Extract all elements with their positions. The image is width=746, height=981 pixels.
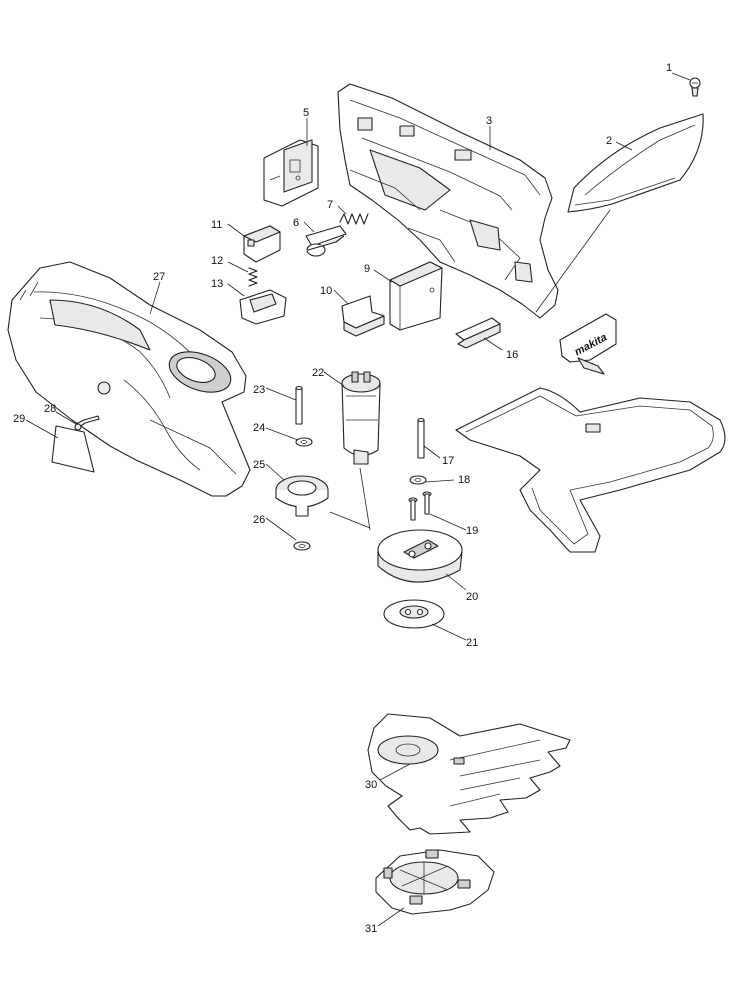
part-23-pin [295, 385, 303, 425]
part-2-cover [567, 113, 704, 213]
part-25-gear [275, 475, 329, 517]
label-19: 19 [466, 525, 478, 537]
label-21: 21 [466, 637, 478, 649]
label-26: 26 [253, 514, 265, 526]
part-9-block [389, 261, 443, 331]
part-16-bar [455, 317, 501, 349]
label-22: 22 [312, 367, 324, 379]
label-24: 24 [253, 422, 265, 434]
part-24-washer [295, 437, 313, 447]
part-29-cover [51, 425, 95, 473]
part-6-pin [305, 225, 347, 257]
label-27: 27 [153, 271, 165, 283]
part-11-microswitch [243, 225, 281, 263]
label-31: 31 [365, 923, 377, 935]
label-1: 1 [666, 62, 672, 74]
part-1-screw [689, 77, 701, 97]
label-12: 12 [211, 255, 223, 267]
part-21-plate [383, 599, 445, 629]
part-7-spring [339, 213, 369, 225]
label-18: 18 [458, 474, 470, 486]
label-9: 9 [364, 263, 370, 275]
label-25: 25 [253, 459, 265, 471]
label-6: 6 [293, 217, 299, 229]
part-5-switch-plate [263, 139, 319, 207]
label-30: 30 [365, 779, 377, 791]
part-labels: 1 2 3 5 6 7 9 10 11 12 13 16 17 18 19 20… [13, 62, 672, 935]
label-7: 7 [327, 199, 333, 211]
leader-lines [25, 72, 691, 927]
part-19-bolts [408, 491, 432, 521]
label-5: 5 [303, 107, 309, 119]
part-17-pin [417, 417, 425, 459]
part-22-motor [341, 371, 381, 465]
part-30-blade [367, 713, 571, 835]
part-13-lever [239, 289, 287, 325]
part-10-bracket [341, 295, 385, 337]
label-11: 11 [211, 219, 222, 231]
makita-logo-tag: makita [559, 313, 617, 375]
part-28-screw [74, 415, 100, 431]
label-20: 20 [466, 591, 478, 603]
label-3: 3 [486, 115, 492, 127]
part-20-large-gear [377, 529, 463, 583]
label-28: 28 [44, 403, 56, 415]
part-26-washer [293, 541, 311, 551]
label-2: 2 [606, 135, 612, 147]
label-16: 16 [506, 349, 518, 361]
part-12-spring [248, 267, 258, 287]
label-29: 29 [13, 413, 25, 425]
label-10: 10 [320, 285, 332, 297]
grass-guard-frame [455, 387, 726, 553]
label-23: 23 [253, 384, 265, 396]
part-18-washer [409, 475, 427, 485]
part-27-tool-body [7, 261, 251, 497]
label-13: 13 [211, 278, 223, 290]
part-31-blade-cover [375, 849, 495, 915]
label-17: 17 [442, 455, 454, 467]
part-3-housing [337, 83, 559, 319]
